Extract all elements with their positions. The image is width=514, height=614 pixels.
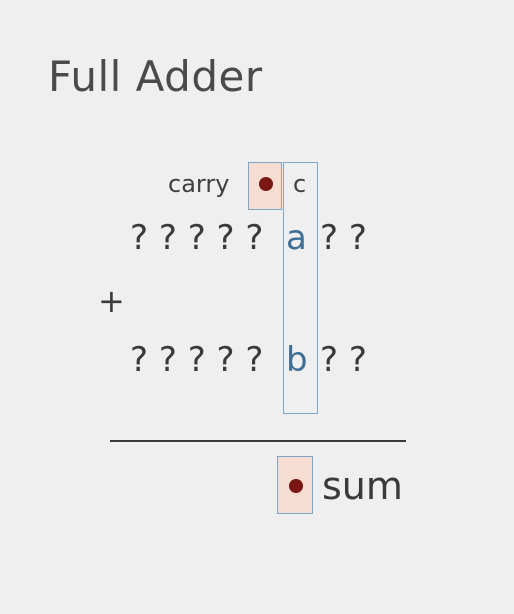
plus-operator: + (98, 282, 125, 320)
carry-cell (248, 162, 282, 210)
operand-b-current-bit: b (286, 340, 308, 380)
carry-in-label: c (293, 170, 307, 198)
operand-b-high-bits: ? ? ? ? ? (130, 340, 264, 380)
sum-label: sum (322, 464, 403, 508)
operand-a-current-bit: a (286, 218, 307, 258)
carry-label: carry (168, 170, 230, 198)
carry-bit-dot (259, 177, 273, 191)
operand-a-high-bits: ? ? ? ? ? (130, 218, 264, 258)
operand-a-low-bits: ? ? (320, 218, 367, 258)
operand-b-low-bits: ? ? (320, 340, 367, 380)
slide-title: Full Adder (48, 52, 263, 101)
current-column-highlight (283, 162, 318, 414)
sum-bit-dot (289, 479, 303, 493)
sum-divider-line (110, 440, 406, 442)
